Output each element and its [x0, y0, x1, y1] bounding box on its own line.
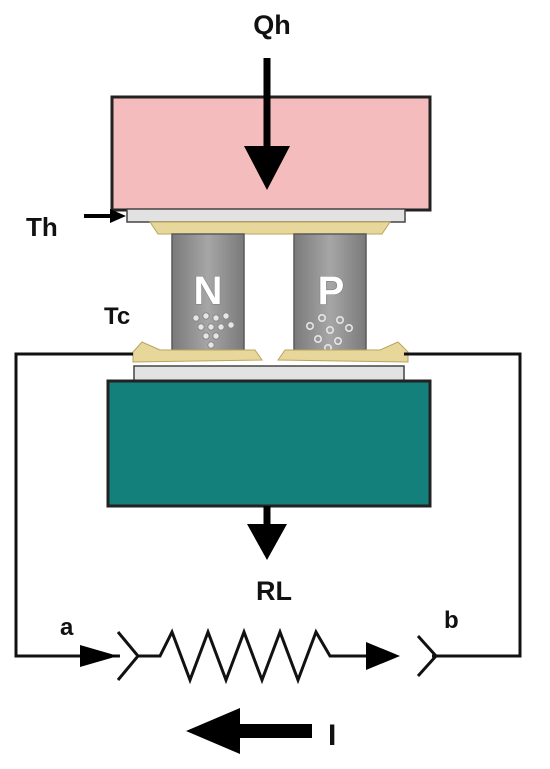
heat-in-arrow: [244, 58, 290, 190]
p-leg-label: P: [318, 269, 345, 313]
circuit-wire-right: [404, 352, 522, 658]
top-contact: [149, 221, 391, 235]
bottom-contact-right: [277, 341, 409, 363]
hot-temp-label: Th: [26, 212, 58, 242]
terminal-b-marker: [416, 634, 439, 678]
bottom-contact-left: [132, 341, 263, 363]
terminal-b-label: b: [444, 607, 459, 634]
heat-in-label: Qh: [253, 10, 291, 40]
hot-ceramic-strip: [126, 208, 406, 223]
n-leg-label: N: [194, 269, 223, 313]
th-arrow: [84, 209, 126, 223]
load-resistor: [116, 627, 372, 685]
n-carriers: [192, 312, 235, 349]
terminal-a-arrow: [80, 645, 118, 667]
load-label: RL: [256, 576, 292, 606]
cold-temp-label: Tc: [104, 303, 130, 330]
current-arrow: [186, 708, 312, 754]
terminal-a-label: a: [60, 614, 74, 641]
current-label: I: [328, 719, 336, 752]
heat-out-arrow: [247, 506, 287, 560]
cold-plate: [106, 379, 432, 508]
circuit-wire: [14, 352, 133, 658]
output-arrow: [366, 642, 400, 670]
